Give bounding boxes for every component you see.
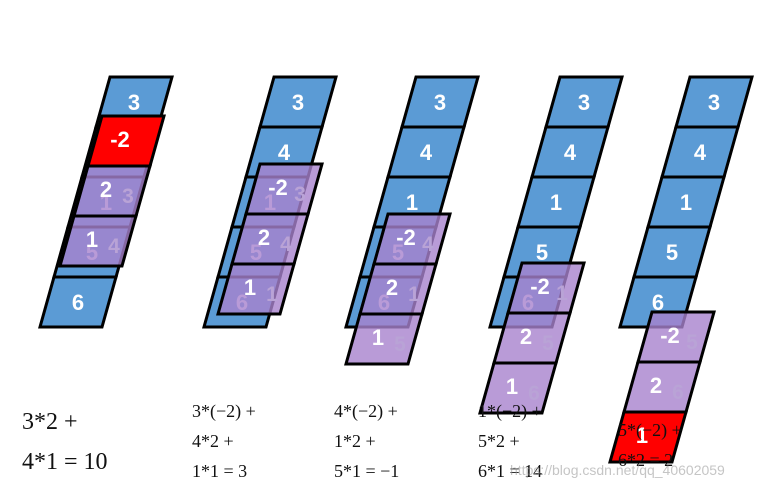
formula-line: 1*(−2) + [478,401,542,421]
kernel-cell-label: 1 [636,423,648,448]
kernel-cell-label: -2 [110,127,130,152]
formula-line: 1*1 = 3 [192,461,248,481]
kernel-cell [58,214,138,268]
input-cell-label: 3 [434,90,446,115]
input-cell-label: 1 [550,190,562,215]
formula-step-3: 4*(−2) + 1*2 + 5*1 = −1 [334,402,399,480]
hidden-input-label: 3 [294,183,306,206]
formula-line: 3*(−2) + [192,401,256,421]
kernel-cell-label: 2 [520,324,532,349]
hidden-input-label: 6 [672,381,684,404]
kernel-cell-label: 2 [386,275,398,300]
formula-line: 6*1 = 14 [478,461,543,481]
kernel-cell-label: 1 [372,325,384,350]
formula-line: 4*2 + [192,431,234,451]
input-cell-label: 4 [278,140,291,165]
hidden-input-label: 6 [528,382,540,405]
hidden-input-label: 1 [556,282,568,305]
input-cell-label: 1 [406,190,418,215]
kernel-cell [216,262,296,316]
formula-line: 3*2 + [22,409,78,435]
kernel-cell-label: 2 [650,373,662,398]
input-cell-label: 3 [128,90,140,115]
input-cell-label: 3 [708,90,720,115]
formula-line: 5*(−2) + [618,420,682,440]
input-cell-label: 3 [578,90,590,115]
formula-line: 6*2 = 2 [618,450,674,470]
input-cell-label: 4 [564,140,577,165]
kernel-cell-label: 2 [100,177,112,202]
input-cell-label: 4 [420,140,433,165]
kernel-cell-label: 1 [86,227,98,252]
hidden-input-label: 5 [394,333,406,356]
input-cell-label: 5 [536,240,548,265]
hidden-input-label: 4 [422,233,434,256]
formula-line: 4*(−2) + [334,401,398,421]
formula-line: 1*2 + [334,431,376,451]
hidden-input-label: 5 [686,331,698,354]
input-cell-label: 6 [652,290,664,315]
kernel-cell [478,361,558,415]
input-cell-label: 5 [666,240,678,265]
input-cell [38,275,118,329]
hidden-input-label: 4 [280,233,292,256]
hidden-input-label: 3 [122,185,134,208]
kernel-cell-label: -2 [530,274,550,299]
formula-step-2: 3*(−2) + 4*2 + 1*1 = 3 [192,402,256,480]
kernel-cell-label: 1 [244,275,256,300]
hidden-input-label: 1 [408,283,420,306]
kernel-cell-label: -2 [660,323,680,348]
formula-step-1: 3*2 + 4*1 = 10 [22,410,108,474]
input-cell-label: 4 [694,140,707,165]
formula-step-4: 1*(−2) + 5*2 + 6*1 = 14 [478,402,542,480]
formula-line: 5*1 = −1 [334,461,400,481]
kernel-cell-label: -2 [396,225,416,250]
input-cell-label: 3 [292,90,304,115]
kernel-cell [344,312,424,366]
kernel-cell-outside [608,410,688,464]
hidden-input-label: 4 [108,235,120,258]
formula-step-5: 5*(−2) + 6*2 = 2 [618,421,682,469]
formula-line: 4*1 = 10 [22,449,108,475]
hidden-input-label: 5 [542,332,554,355]
formula-line: 5*2 + [478,431,520,451]
watermark: https://blog.csdn.net/qq_40602059 [510,462,725,478]
kernel-cell-label: 1 [506,374,518,399]
kernel-cell-label: 2 [258,225,270,250]
input-cell-label: 1 [680,190,692,215]
hidden-input-label: 1 [266,283,278,306]
input-cell-label: 6 [72,290,84,315]
kernel-cell-label: -2 [268,175,288,200]
